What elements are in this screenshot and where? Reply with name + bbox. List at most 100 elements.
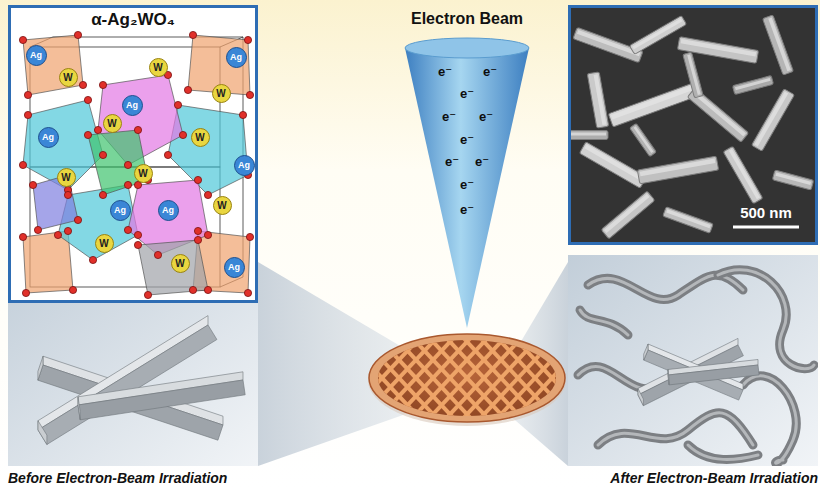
- sem-image-part: [637, 156, 718, 184]
- grid-bars-part: [286, 330, 376, 426]
- crystal-structure-part: [244, 36, 251, 43]
- crystal-structure-part: [124, 161, 131, 168]
- crystal-structure-part: [89, 256, 96, 263]
- crystal-structure-part: [239, 111, 246, 118]
- sem-image-part: [608, 83, 697, 127]
- tungsten-atom: W: [171, 254, 190, 273]
- sem-image-part: [570, 133, 606, 136]
- crystal-structure-part: [24, 111, 31, 118]
- electron-symbol: e⁻: [452, 86, 482, 102]
- silver-atom: Ag: [226, 47, 247, 68]
- crystal-structure-part: [138, 240, 208, 295]
- tungsten-atom: W: [95, 234, 114, 253]
- silver-atom: Ag: [38, 127, 59, 148]
- rods-after-part: [668, 365, 759, 385]
- scale-label: 500 nm: [716, 204, 816, 221]
- beam-label: Electron Beam: [400, 10, 534, 28]
- sem-panel: 500 nm: [568, 5, 818, 245]
- electron-symbol: e⁻: [434, 109, 464, 125]
- silver-atom: Ag: [234, 155, 255, 176]
- tungsten-atom: W: [213, 196, 232, 215]
- crystal-structure-part: [84, 96, 91, 103]
- tungsten-atom: W: [191, 128, 210, 147]
- silver-atom: Ag: [224, 257, 245, 278]
- crystal-structure-part: [54, 231, 61, 238]
- crystal-structure-part: [194, 176, 201, 183]
- sem-image-part: [687, 55, 701, 95]
- rods-after-part: [644, 344, 648, 360]
- crystal-structure-part: [69, 286, 76, 293]
- rods-after-part: [580, 310, 628, 335]
- crystal-structure-part: [99, 151, 106, 158]
- sem-image-part: [763, 15, 794, 75]
- crystal-structure-part: [189, 31, 196, 38]
- sem-image-part: [570, 7, 817, 244]
- tungsten-atom: W: [59, 68, 78, 87]
- crystal-structure-part: [244, 289, 251, 296]
- crystal-structure-part: [34, 226, 41, 233]
- sem-image-part: [640, 158, 716, 176]
- panel-caption: After Electron-Beam Irradiation: [610, 470, 818, 486]
- crystal-structure-part: [144, 291, 151, 298]
- silver-atom: Ag: [110, 200, 131, 221]
- beam-cone: Electron Beame⁻e⁻e⁻e⁻e⁻e⁻e⁻e⁻e⁻e⁻: [400, 10, 534, 330]
- rods-after-part: [580, 310, 628, 335]
- structure-panel: α-Ag₂WO₄WWWWWWWWWWAgAgAgAgAgAgAgAg: [8, 5, 258, 303]
- sem-image-part: [630, 123, 657, 156]
- sem-image-part: [587, 72, 608, 128]
- crystal-structure-part: [164, 151, 171, 158]
- electron-beam-cone: [400, 10, 534, 330]
- grid-bars-part: [269, 330, 359, 426]
- electron-symbol: e⁻: [467, 154, 497, 170]
- crystal-structure-part: [124, 181, 131, 188]
- panel-title: α-Ag₂WO₄: [8, 10, 258, 30]
- crystal-structure-part: [84, 131, 91, 138]
- crystal-structure-part: [88, 130, 148, 195]
- electron-symbol: e⁻: [437, 154, 467, 170]
- sem-image-part: [568, 5, 818, 245]
- crystal-structure-part: [19, 233, 26, 240]
- crystal-structure-part: [184, 86, 191, 93]
- rods-after-part: [688, 445, 758, 459]
- sem-image-part: [579, 142, 646, 188]
- sem-image-part: [754, 92, 788, 147]
- sem-image-part: [608, 83, 697, 127]
- sem-image-part: [587, 72, 608, 128]
- sem-image-part: [663, 207, 713, 233]
- silver-atom: Ag: [122, 95, 143, 116]
- crystal-structure-part: [94, 126, 101, 133]
- sem-image-part: [735, 78, 771, 90]
- grid-bars-part: [490, 330, 580, 426]
- rods-before-part: [78, 380, 245, 420]
- sem-image-part: [723, 146, 763, 203]
- crystal-structure-part: [134, 241, 141, 248]
- electron-beam-cone-part: [405, 48, 529, 328]
- sem-image-part: [666, 209, 710, 228]
- rods-before-part: [38, 356, 43, 380]
- rods-after-part: [598, 413, 753, 445]
- after-panel: After Electron-Beam Irradiation: [568, 255, 818, 466]
- crystal-structure-part: [134, 126, 141, 133]
- electron-beam-cone-part: [405, 38, 529, 58]
- sem-image-part: [630, 123, 657, 156]
- sem-image-part: [776, 172, 812, 185]
- crystal-structure-part: [179, 131, 186, 138]
- sem-image-part: [585, 145, 644, 182]
- sem-image-part: [594, 74, 607, 125]
- sem-image-part: [733, 75, 774, 94]
- sem-image-part: [763, 15, 794, 75]
- sem-image-part: [604, 194, 649, 233]
- crystal-structure-part: [174, 101, 181, 108]
- sem-image-part: [611, 86, 693, 120]
- sem-image-part: [683, 52, 703, 98]
- electron-symbol: e⁻: [430, 64, 460, 80]
- sem-image-part: [637, 156, 718, 184]
- crystal-structure-part: [29, 181, 36, 188]
- silver-atom: Ag: [158, 200, 179, 221]
- crystal-structure-part: [134, 231, 141, 238]
- sem-image-part: [693, 91, 746, 136]
- grid-bars-part: [490, 330, 580, 426]
- sem-image-part: [752, 89, 795, 151]
- rods-before-part: [8, 255, 258, 466]
